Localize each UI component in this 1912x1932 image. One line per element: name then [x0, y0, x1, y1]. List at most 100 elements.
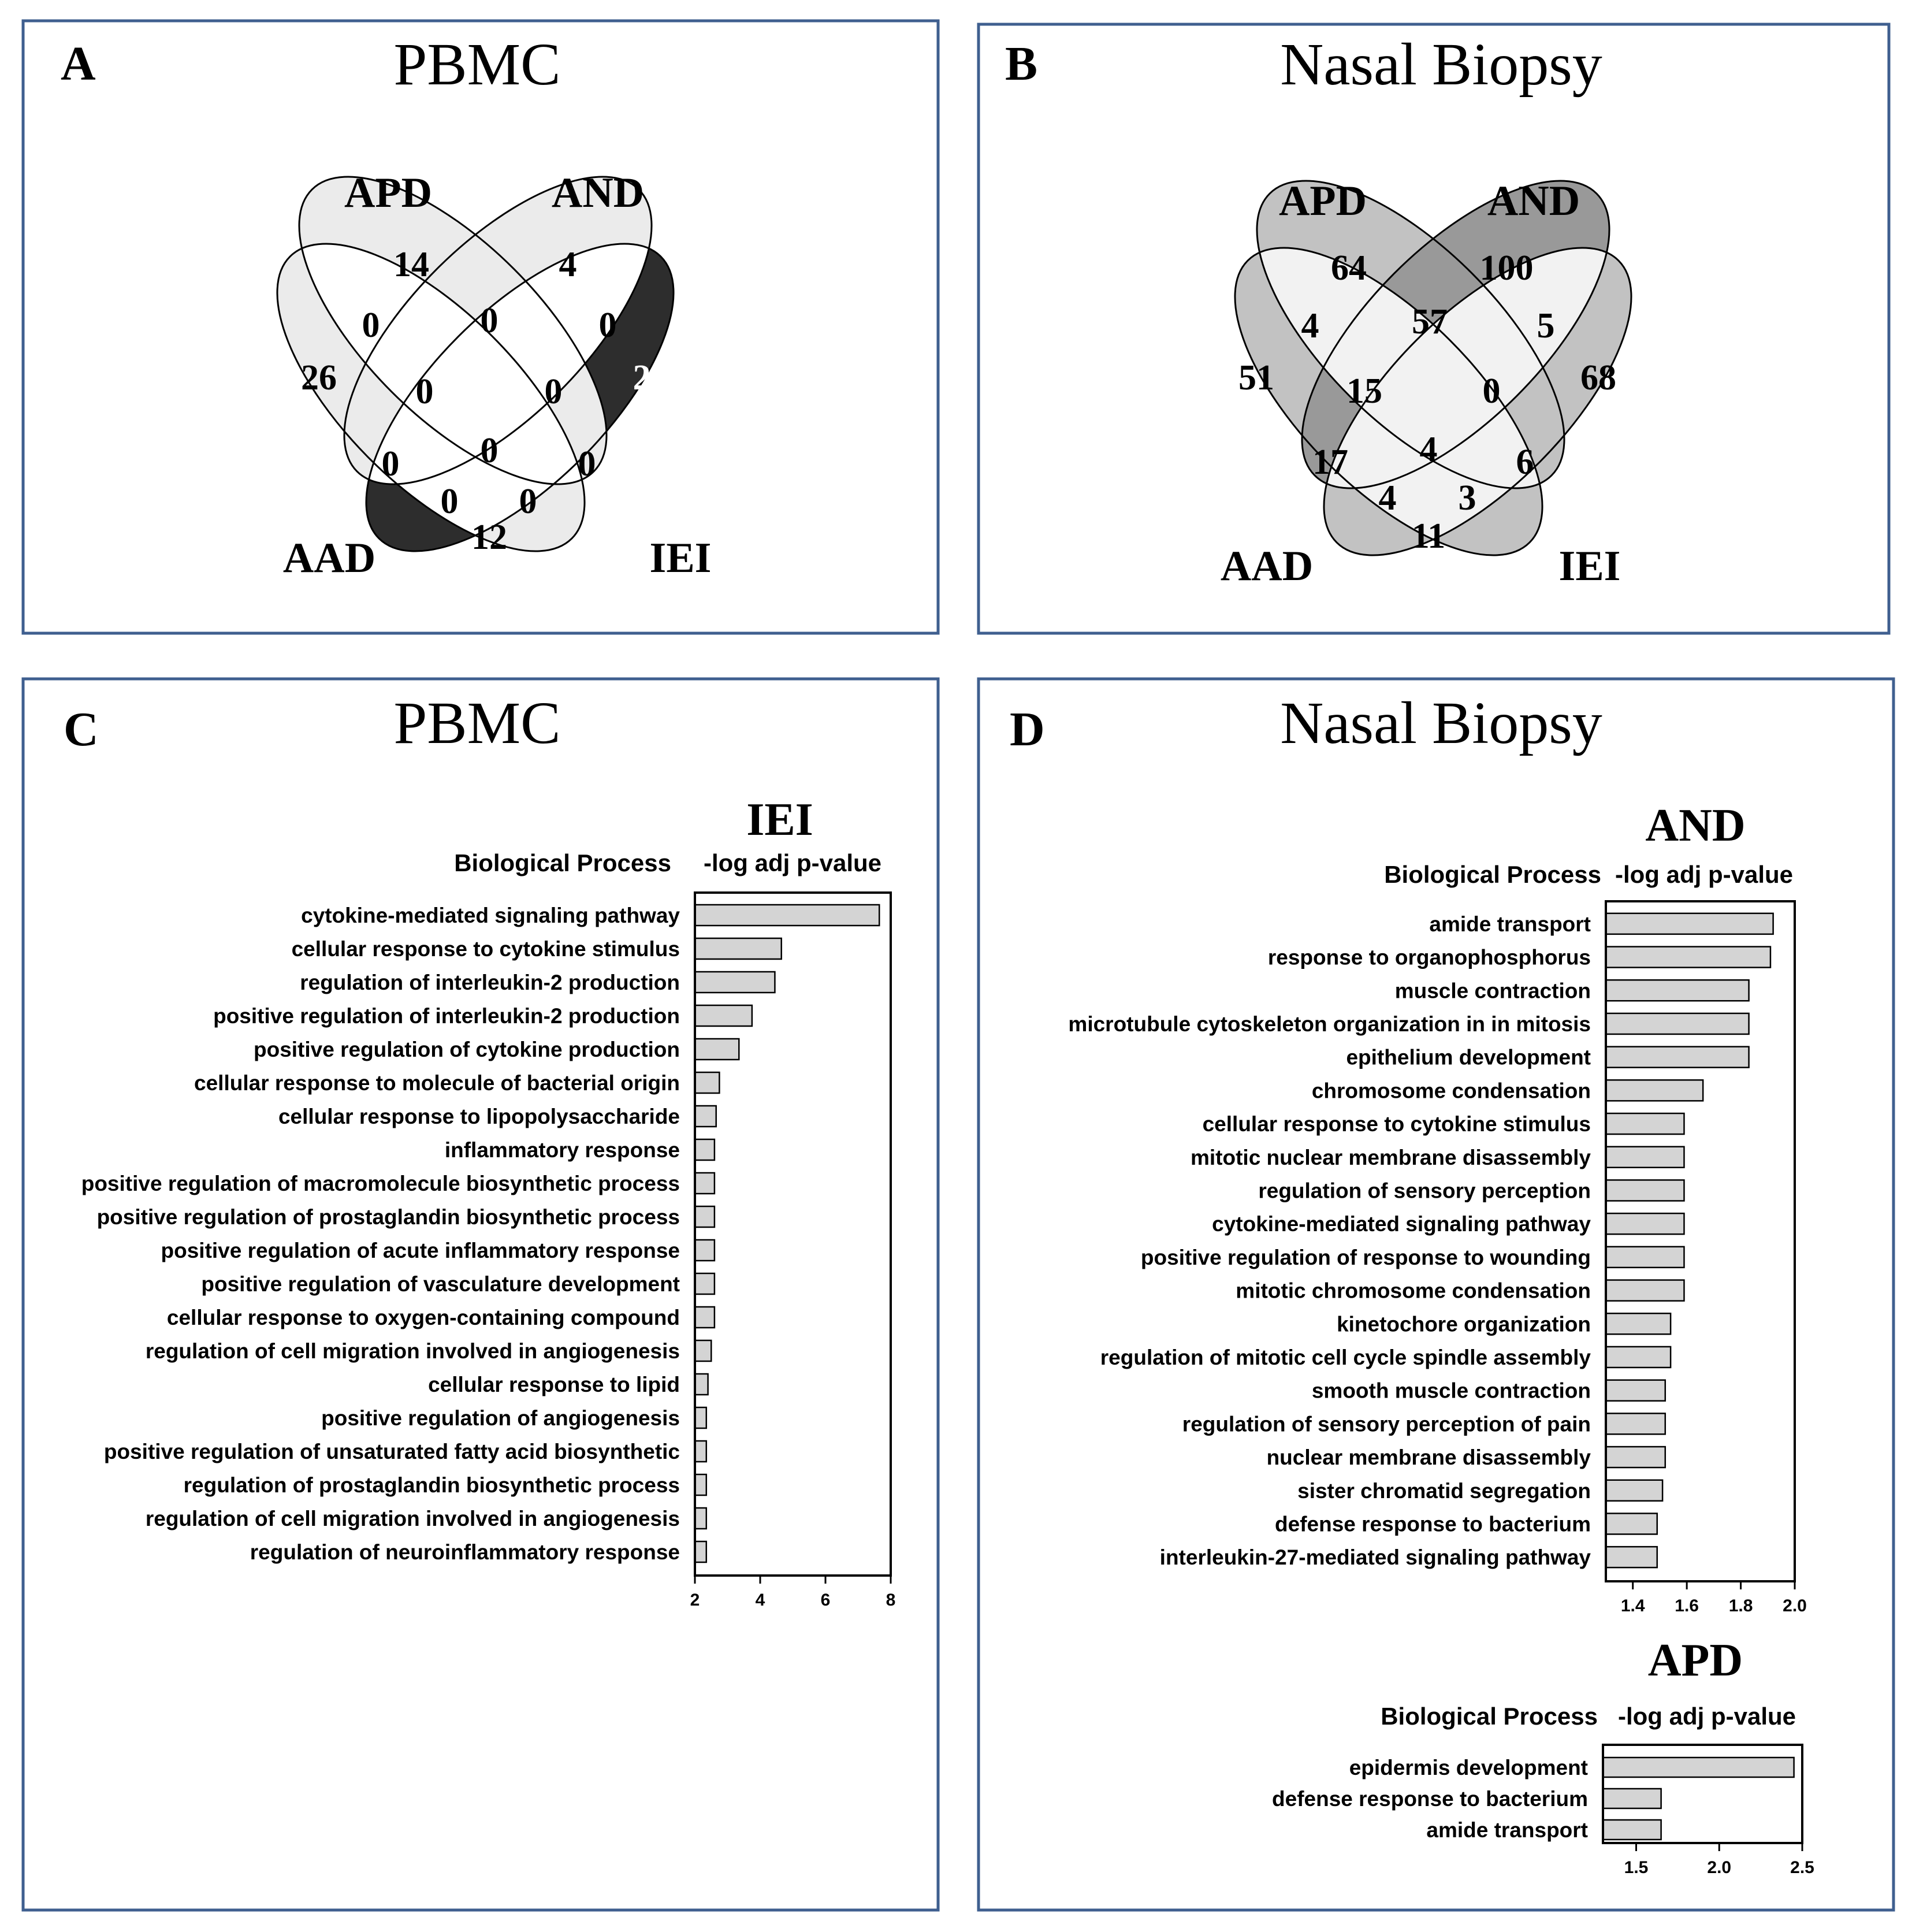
venn-a-count-and-only: 4 [559, 245, 577, 284]
chart-and-category-label: amide transport [1429, 912, 1591, 936]
chart-and-bar [1605, 1046, 1750, 1068]
chart-and-bar [1605, 946, 1772, 968]
venn-b-outline-aad [1234, 247, 1543, 556]
chart-and-bar [1605, 1079, 1704, 1102]
venn-b-outline-and [1301, 180, 1610, 489]
venn-a-label-apd: APD [344, 169, 432, 217]
venn-b-label-apd: APD [1279, 177, 1367, 225]
chart-iei-category-label: positive regulation of interleukin-2 pro… [213, 1004, 680, 1028]
chart-and-bar [1605, 912, 1774, 935]
chart-and-bar [1605, 1112, 1685, 1135]
venn-b-count-aad-apd: 4 [1301, 306, 1319, 345]
chart-and-bar [1605, 1179, 1685, 1202]
panel-c-frame [21, 677, 940, 1912]
chart-iei-bar [694, 937, 782, 960]
chart-and-bar [1605, 1279, 1685, 1302]
chart-and-category-label: response to organophosphorus [1268, 946, 1591, 969]
chart-iei-bar [694, 1205, 716, 1228]
chart-and-bar [1605, 1012, 1750, 1035]
chart-and-category-label: epithelium development [1346, 1046, 1591, 1069]
chart-and-category-label: microtubule cytoskeleton organization in… [1068, 1012, 1591, 1036]
venn-pbmc: APD AND AAD IEI 14 4 26 210 0 0 0 0 0 0 … [276, 169, 711, 582]
chart-and-tick-label: 2.0 [1783, 1596, 1807, 1615]
chart-iei-category-label: regulation of cell migration involved in… [146, 1339, 680, 1363]
chart-apd-tick-label: 1.5 [1624, 1858, 1649, 1877]
chart-apd-category-label: amide transport [1426, 1818, 1588, 1842]
chart-iei-category-label: positive regulation of macromolecule bio… [81, 1172, 680, 1195]
chart-iei-bar [694, 971, 776, 994]
chart-iei-bar [694, 1172, 716, 1195]
chart-iei-bar [694, 904, 880, 927]
venn-a-count-apd-and-iei: 0 [545, 372, 563, 411]
chart-and-bar [1605, 1379, 1667, 1402]
chart-and-bar [1605, 1513, 1658, 1535]
panel-c-letter: C [64, 703, 99, 756]
chart-and-bar [1605, 1146, 1685, 1168]
chart-iei-category-label: positive regulation of cytokine producti… [254, 1038, 680, 1061]
venn-b-count-aad-and: 17 [1312, 443, 1348, 482]
chart-and-tick-label: 1.8 [1729, 1596, 1753, 1615]
venn-a-label-and: AND [552, 169, 644, 217]
chart-and-plot-frame [1605, 900, 1796, 1582]
chart-apd-tick-label: 2.0 [1707, 1858, 1731, 1877]
chart-apd-category-header: Biological Process [1381, 1703, 1598, 1730]
chart-apd-plot-frame [1602, 1744, 1803, 1844]
chart-and-tick-label: 1.4 [1621, 1596, 1645, 1615]
chart-apd-tick-label: 2.5 [1790, 1858, 1814, 1877]
chart-and-bar [1605, 979, 1750, 1002]
chart-iei-bar [694, 1339, 712, 1362]
chart-iei-bar [694, 1373, 709, 1396]
venn-b-count-iei-only: 68 [1580, 358, 1616, 397]
chart-and-category-label: defense response to bacterium [1275, 1512, 1591, 1536]
chart-and-category-label: smooth muscle contraction [1312, 1379, 1591, 1403]
venn-a-count-apd-and: 0 [481, 301, 499, 340]
venn-b-count-and-only: 100 [1480, 248, 1534, 288]
chart-iei-category-label: cellular response to lipid [428, 1373, 680, 1396]
venn-a-count-apd-iei: 0 [578, 444, 596, 484]
chart-and-category-label: mitotic chromosome condensation [1236, 1279, 1591, 1303]
chart-iei-bar [694, 1105, 717, 1128]
chart-iei-bar [694, 1004, 753, 1027]
chart-and-category-label: mitotic nuclear membrane disassembly [1191, 1146, 1591, 1169]
venn-nasal-biopsy: APD AND AAD IEI 64 100 51 68 4 57 5 15 0… [1221, 177, 1632, 590]
chart-iei-category-label: inflammatory response [445, 1138, 680, 1162]
chart-and-bar [1605, 1479, 1664, 1502]
venn-a-count-aad-iei: 12 [471, 518, 507, 557]
chart-and-axis-label: -log adj p-value [1615, 861, 1793, 888]
venn-b-count-aad-iei: 11 [1412, 517, 1446, 556]
chart-iei-category-label: positive regulation of vasculature devel… [201, 1272, 680, 1296]
chart-iei-category-label: positive regulation of acute inflammator… [161, 1239, 680, 1262]
venn-a-count-aad-and: 0 [382, 444, 400, 484]
chart-iei-bar [694, 1440, 708, 1463]
venn-a-label-aad: AAD [283, 534, 375, 582]
panel-a-title: PBMC [393, 31, 560, 98]
panel-d-title: Nasal Biopsy [1280, 690, 1602, 756]
chart-iei-category-label: regulation of prostaglandin biosynthetic… [184, 1473, 680, 1497]
venn-a-count-aad-apd-and: 0 [416, 372, 434, 411]
chart-and-bar [1605, 1545, 1658, 1569]
chart-iei-bar [694, 1138, 716, 1161]
chart-and-bar [1605, 1413, 1667, 1435]
chart-iei-bar [694, 1272, 716, 1295]
chart-iei-category-header: Biological Process [454, 849, 671, 876]
venn-a-count-aad-apd: 0 [362, 306, 380, 345]
chart-iei-category-label: cellular response to molecule of bacteri… [194, 1071, 680, 1095]
venn-b-count-apd-and: 57 [1412, 302, 1448, 341]
venn-b-count-aad-and-iei: 4 [1379, 478, 1397, 518]
venn-b-count-aad-apd-and: 15 [1346, 371, 1382, 411]
panel-d-frame [977, 677, 1895, 1912]
chart-and-category-label: regulation of sensory perception [1258, 1179, 1591, 1202]
panel-b-letter: B [1005, 37, 1037, 91]
venn-b-label-and: AND [1487, 177, 1580, 225]
chart-iei-category-label: cellular response to lipopolysaccharide [278, 1105, 680, 1128]
chart-and-category-label: muscle contraction [1395, 979, 1591, 1002]
venn-b-count-aad-only: 51 [1238, 358, 1274, 397]
chart-apd-category-label: defense response to bacterium [1272, 1787, 1588, 1811]
venn-b-label-iei: IEI [1559, 543, 1621, 590]
venn-a-count-all-four: 0 [481, 431, 499, 470]
chart-iei-bar [694, 1038, 740, 1061]
